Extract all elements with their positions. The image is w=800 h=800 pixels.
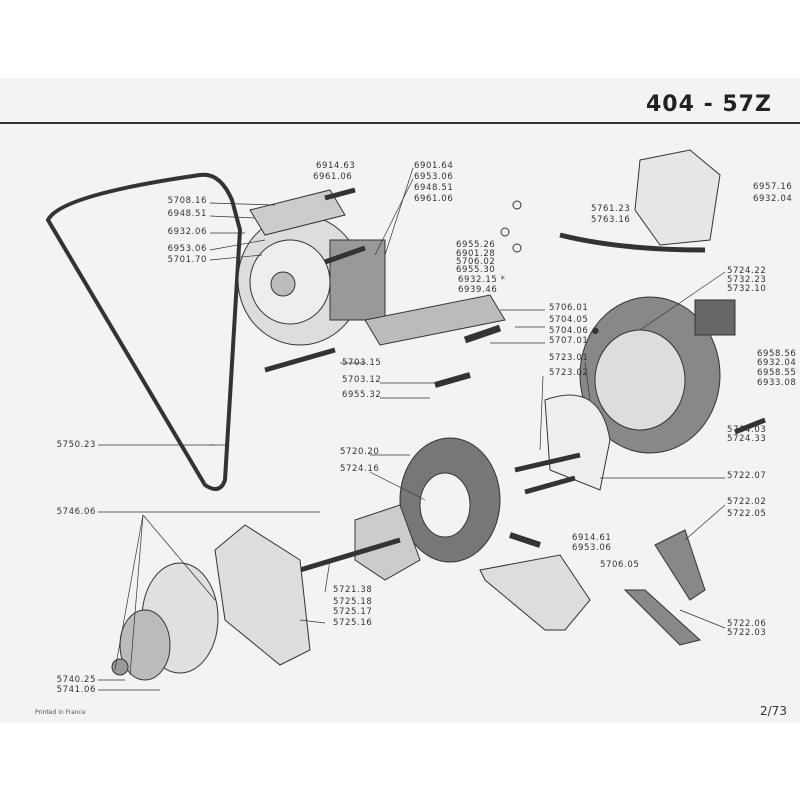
part-label: 6953.06 [167, 244, 207, 254]
page-number: 2/73 [760, 704, 787, 718]
part-label: 5741.06 [56, 685, 96, 695]
part-label: 6932.06 [167, 227, 207, 237]
part-label: 5732.10 [727, 284, 767, 294]
part-label: 5725.16 [333, 618, 373, 628]
part-label: 6932.04 [757, 358, 797, 368]
part-label: 5706.05 [600, 560, 640, 570]
part-label: 6961.06 [313, 172, 353, 182]
mounting-bracket [364, 294, 506, 346]
leader-lines [98, 167, 726, 691]
part-label: 6958.55 [757, 368, 797, 378]
part-label: 5703.12 [342, 375, 382, 385]
part-label: 5707.01 [549, 336, 589, 346]
diode-carrier [654, 529, 706, 601]
part-label: 6955.32 [342, 390, 382, 400]
part-label: 5723.02 [549, 368, 589, 378]
part-label: 6953.06 [572, 543, 612, 553]
part-label: 5722.07 [727, 471, 767, 481]
bolt-5703-15 [264, 347, 336, 373]
part-label: 5706.01 [549, 303, 589, 313]
part-label: 5721.38 [333, 585, 373, 595]
front-housing [214, 524, 311, 666]
printed-in-france-note: Printed in France [35, 709, 86, 716]
diode-plate [544, 394, 611, 491]
part-label: 5734.03 [727, 425, 767, 435]
part-label: 6948.51 [414, 183, 454, 193]
part-label: 6901.28 [456, 249, 496, 259]
header-rule [0, 122, 800, 124]
part-label: 5750.23 [56, 440, 96, 450]
brush-holder [694, 299, 736, 336]
part-label: 5725.17 [333, 607, 373, 617]
part-label: 5725.18 [333, 597, 373, 607]
part-label: 5720.20 [340, 447, 380, 457]
part-label: 5723.01 [549, 353, 589, 363]
part-label: 5722.02 [727, 497, 767, 507]
part-label: 5706.02 [456, 257, 496, 267]
part-label: 6955.26 [456, 240, 496, 250]
part-label: 5708.16 [167, 196, 207, 206]
part-label: 6948.51 [167, 209, 207, 219]
part-label: 6953.06 [414, 172, 454, 182]
regulator [634, 149, 721, 246]
part-label: 5722.03 [727, 628, 767, 638]
part-label: 6957.16 [753, 182, 793, 192]
part-label: 5763.16 [591, 215, 631, 225]
part-label: 6914.61 [572, 533, 612, 543]
part-label: 6932.15 * [458, 275, 506, 285]
part-label: 5704.05 [549, 315, 589, 325]
part-label: 5722.05 [727, 509, 767, 519]
part-label: 6933.08 [757, 378, 797, 388]
part-label: 5761.23 [591, 204, 631, 214]
part-label: 6939.46 [458, 285, 498, 295]
part-label: 5746.06 [56, 507, 96, 517]
support-bracket-5706-05 [479, 554, 591, 631]
part-label: 6914.63 [316, 161, 356, 171]
drive-belt [45, 172, 243, 491]
part-label: 5722.06 [727, 619, 767, 629]
alternator-body [237, 189, 386, 346]
bolt-5703-12 [434, 372, 471, 388]
part-label: 5703.15 [342, 358, 382, 368]
bolt-5707-01 [463, 324, 502, 344]
part-label: 5724.22 [727, 266, 767, 276]
part-label: 5732.23 [727, 275, 767, 285]
part-label: 5704.06 ● [549, 326, 600, 336]
part-label: 6955.30 [456, 265, 496, 275]
part-label: 6901.64 [414, 161, 454, 171]
part-label: 5724.16 [340, 464, 380, 474]
part-label: 6932.04 [753, 194, 793, 204]
wiring-harness [559, 232, 706, 253]
part-label: 6961.06 [414, 194, 454, 204]
pulley [119, 609, 171, 681]
part-label: 6958.56 [757, 349, 797, 359]
part-label: 5701.70 [167, 255, 207, 265]
page-title: 404 - 57Z [646, 92, 772, 117]
part-label: 5740.25 [56, 675, 96, 685]
part-label: 5724.33 [727, 434, 767, 444]
